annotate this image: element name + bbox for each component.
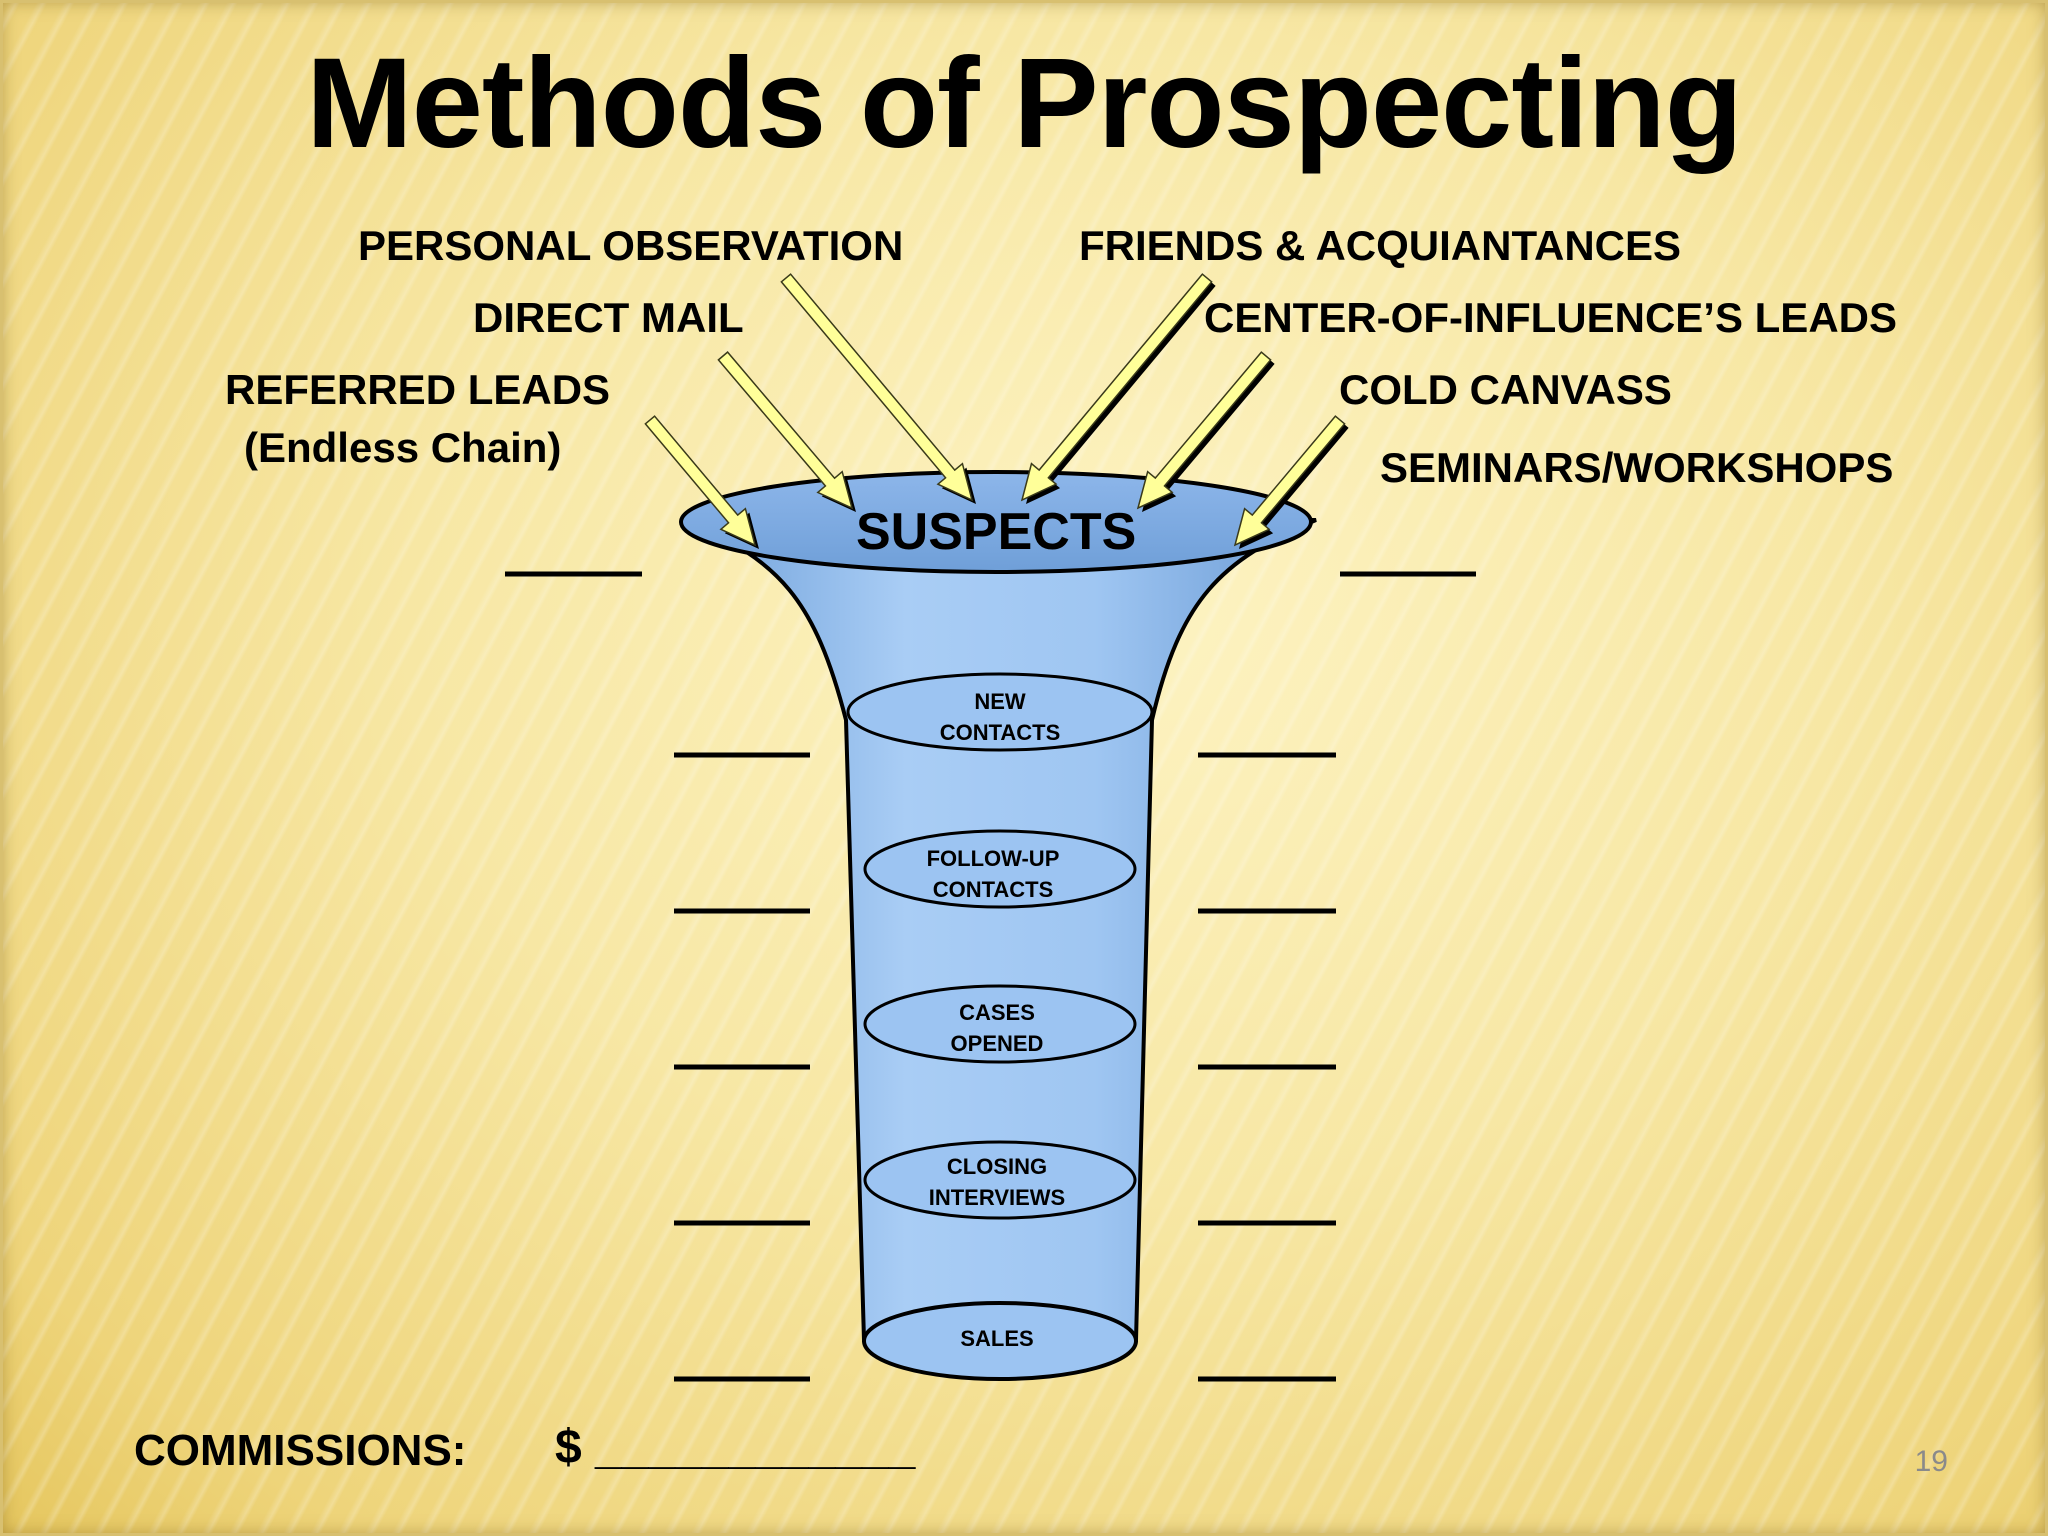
arrow-direct-mail bbox=[717, 351, 854, 510]
funnel-top-label: SUSPECTS bbox=[856, 503, 1137, 561]
stage-ellipse-follow-up bbox=[863, 829, 1137, 909]
arrow-cold-canvass bbox=[1233, 415, 1346, 547]
stage-line: CLOSING bbox=[946, 1154, 1048, 1179]
source-friends: FRIENDS & ACQUIANTANCES bbox=[1079, 222, 1682, 269]
stage-label-new-contacts: NEW CONTACTS bbox=[900, 686, 1100, 748]
stage-label-closing: CLOSING INTERVIEWS bbox=[897, 1151, 1097, 1213]
source-referred-leads: REFERRED LEADS bbox=[225, 366, 611, 413]
source-referred-leads-sub: (Endless Chain) bbox=[244, 424, 562, 471]
stage-line: FOLLOW-UP bbox=[926, 846, 1060, 871]
arrow-referred-leads bbox=[644, 415, 757, 547]
stage-label-sales: SALES bbox=[897, 1323, 1097, 1354]
arrow-personal-observation bbox=[780, 273, 974, 502]
stage-ellipse-cases-opened bbox=[863, 984, 1137, 1064]
source-personal-observation: PERSONAL OBSERVATION bbox=[358, 222, 904, 269]
stage-line: OPENED bbox=[950, 1031, 1044, 1056]
stage-line: CONTACTS bbox=[932, 877, 1054, 902]
arrows bbox=[644, 273, 1349, 549]
stage-line: SALES bbox=[960, 1326, 1034, 1351]
page-title: Methods of Prospecting bbox=[306, 32, 1743, 175]
stage-line: INTERVIEWS bbox=[928, 1185, 1066, 1210]
source-cold-canvass: COLD CANVASS bbox=[1339, 366, 1672, 413]
stage-ellipse-new-contacts bbox=[846, 672, 1154, 752]
stage-label-cases-opened: CASES OPENED bbox=[897, 997, 1097, 1059]
stage-label-follow-up: FOLLOW-UP CONTACTS bbox=[893, 843, 1093, 905]
arrow-center-of-influence bbox=[1136, 351, 1272, 510]
source-seminars: SEMINARS/WORKSHOPS bbox=[1380, 444, 1894, 491]
source-direct-mail: DIRECT MAIL bbox=[473, 294, 744, 341]
commissions-amount-field: $ ____________ bbox=[555, 1421, 916, 1474]
stage-line: CONTACTS bbox=[939, 720, 1061, 745]
page-number: 19 bbox=[1914, 1445, 1948, 1478]
stage-ellipse-closing bbox=[863, 1140, 1137, 1220]
funnel-bottom-ellipse bbox=[862, 1301, 1138, 1381]
commissions-label: COMMISSIONS: bbox=[134, 1426, 467, 1475]
stage-line: NEW bbox=[974, 689, 1026, 714]
arrow-friends bbox=[1020, 273, 1213, 502]
stage-line: CASES bbox=[959, 1000, 1035, 1025]
source-center-of-influence: CENTER-OF-INFLUENCE’S LEADS bbox=[1204, 294, 1897, 341]
blank-lines bbox=[505, 571, 1476, 1382]
